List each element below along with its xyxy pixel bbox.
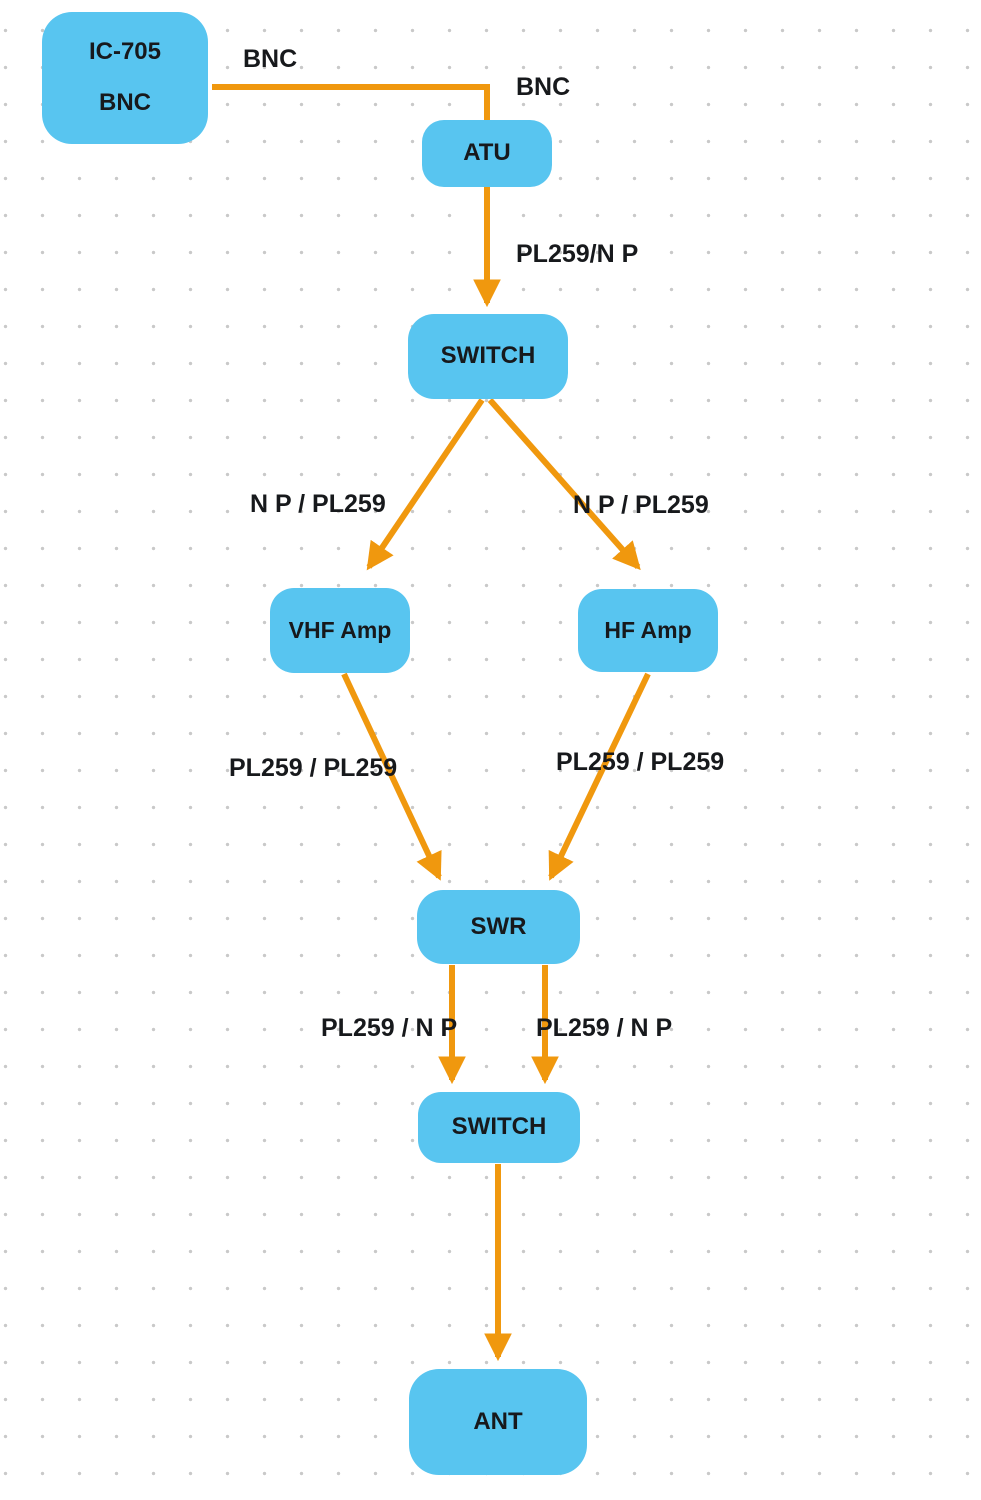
edge-label-np-pl259-left: N P / PL259 bbox=[250, 490, 386, 518]
arrow-hf-amp-to-swr bbox=[548, 672, 651, 881]
edge-label-np-pl259-right: N P / PL259 bbox=[573, 491, 709, 519]
arrow-switch1-to-vhf-amp bbox=[366, 398, 485, 571]
node-swr: SWR bbox=[417, 890, 580, 964]
node-ic705-label: IC-705 bbox=[88, 38, 162, 66]
node-ic705-sublabel: BNC bbox=[99, 89, 151, 116]
node-switch-1-label: SWITCH bbox=[440, 342, 536, 370]
edge-label-bnc-right: BNC bbox=[516, 73, 571, 101]
node-swr-label: SWR bbox=[470, 912, 527, 940]
node-switch-2: SWITCH bbox=[418, 1092, 580, 1163]
edge-label-pl259-np-right: PL259 / N P bbox=[536, 1014, 673, 1042]
node-vhf-amp-label: VHF Amp bbox=[288, 616, 392, 643]
node-ant-label: ANT bbox=[473, 1407, 523, 1435]
node-switch-2-label: SWITCH bbox=[451, 1113, 547, 1141]
wire-ic705-to-atu bbox=[212, 84, 490, 120]
node-hf-amp-label: HF Amp bbox=[604, 616, 692, 643]
node-atu-label: ATU bbox=[463, 139, 511, 167]
arrow-switch1-to-hf-amp bbox=[487, 398, 641, 571]
node-ant: ANT bbox=[409, 1369, 587, 1475]
node-ic705: IC-705 BNC bbox=[42, 12, 208, 144]
edge-label-pl259-pl259-left: PL259 / PL259 bbox=[229, 754, 398, 782]
edge-label-pl259-pl259-right: PL259 / PL259 bbox=[556, 748, 725, 776]
edge-label-bnc-top: BNC bbox=[243, 45, 298, 73]
arrow-vhf-amp-to-swr bbox=[341, 672, 442, 881]
edge-label-pl259-np-atu-switch: PL259/N P bbox=[516, 240, 639, 268]
node-hf-amp: HF Amp bbox=[578, 589, 718, 672]
node-switch-1: SWITCH bbox=[408, 314, 568, 399]
edge-label-pl259-np-left: PL259 / N P bbox=[321, 1014, 458, 1042]
node-atu: ATU bbox=[422, 120, 552, 187]
node-vhf-amp: VHF Amp bbox=[270, 588, 410, 673]
